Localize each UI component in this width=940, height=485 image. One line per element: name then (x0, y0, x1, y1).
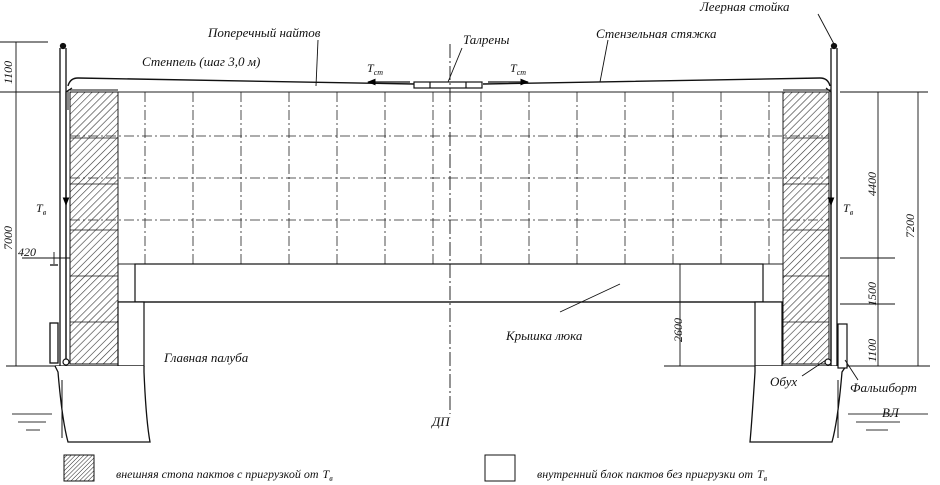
transverse-lashing (67, 77, 831, 110)
symbol-t-st-left: Тст (367, 61, 383, 77)
hatch-cover (118, 263, 783, 303)
dimension-lines (0, 41, 930, 367)
label-transverse-lashing: Поперечный найтов (207, 25, 321, 40)
label-hatch-cover: Крышка люка (505, 328, 583, 343)
label-centerline: ДП (430, 414, 451, 429)
dim-right-1500: 1500 (865, 282, 879, 306)
main-deck (54, 365, 848, 443)
label-main-deck: Главная палуба (163, 350, 249, 365)
label-rail-stanchion: Леерная стойка (699, 0, 790, 14)
vertical-lashing-right (824, 87, 835, 366)
symbol-t-v-right: Тв (843, 201, 854, 217)
hatch-coaming-right (754, 301, 783, 367)
hatch-coaming-left (117, 301, 145, 367)
rail-stanchion-right (830, 42, 838, 366)
vertical-lashing-left (62, 87, 73, 366)
inner-block-grid (70, 91, 829, 265)
label-turnbuckles: Талрены (463, 32, 510, 47)
outer-stack-right (782, 91, 830, 365)
legend-inner-swatch (484, 454, 516, 482)
label-bulwark: Фальшборт (850, 380, 917, 395)
bulwark (837, 323, 848, 369)
dim-right-1100: 1100 (865, 339, 879, 362)
label-stanchion: Стенпель (шаг 3,0 м) (142, 54, 260, 69)
leader-lines (315, 13, 859, 381)
dim-left-7000: 7000 (1, 226, 15, 250)
turnbuckle (413, 81, 483, 89)
label-eye: Обух (770, 374, 797, 389)
dim-right-7200: 7200 (903, 214, 917, 238)
labels: Поперечный найтов Леерная стойка Стенпел… (142, 0, 917, 429)
dim-top-1100: 1100 (1, 61, 15, 84)
label-waterline: ВЛ (882, 405, 900, 420)
label-stanchion-tie: Стензельная стяжка (596, 26, 717, 41)
symbol-t-st-right: Тст (510, 61, 526, 77)
symbol-t-v-left: Тв (36, 201, 47, 217)
dim-right-4400: 4400 (865, 172, 879, 196)
dim-left-420: 420 (18, 245, 36, 259)
outer-stack-left (69, 91, 119, 365)
dimension-texts: 1100 7000 420 4400 1500 1100 7200 2600 (1, 61, 917, 362)
force-symbols: Тст Тст Тв Тв (36, 61, 854, 217)
legend-outer-swatch (63, 454, 95, 482)
dim-center-2600: 2600 (671, 318, 685, 342)
waterline-marks (12, 413, 928, 431)
